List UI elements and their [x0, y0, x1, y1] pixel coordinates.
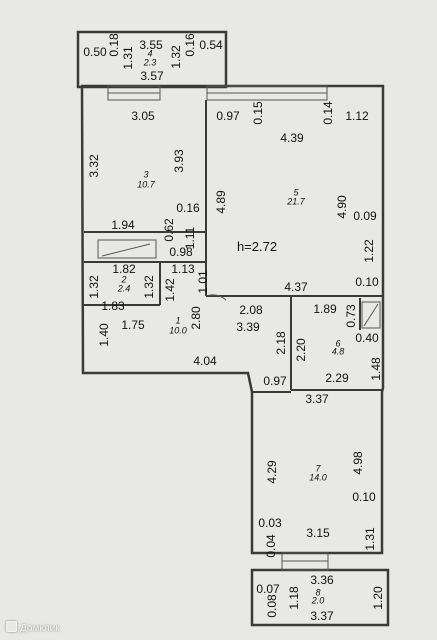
- dimension: 4.39: [280, 131, 304, 145]
- dimension: 3.32: [87, 154, 101, 178]
- dimension: 2.29: [325, 371, 349, 385]
- dimension: 0.73: [344, 304, 358, 328]
- dimension: 0.16: [176, 201, 200, 215]
- dimension: 3.39: [236, 320, 260, 334]
- dimension: 0.04: [264, 534, 278, 558]
- door-arc: [205, 294, 227, 301]
- dimension: 1.12: [345, 109, 369, 123]
- dimension: 4.04: [193, 354, 217, 368]
- dimension: 4.98: [351, 451, 365, 475]
- dimension: 0.10: [352, 490, 376, 504]
- dimension: 4.29: [265, 460, 279, 484]
- dimension: 1.13: [171, 262, 195, 276]
- dimension: 2.08: [239, 303, 263, 317]
- dimension: 1.32: [87, 275, 101, 299]
- dimension: 0.08: [265, 594, 279, 618]
- dimension: 1.20: [371, 586, 385, 610]
- dimension: 0.97: [216, 109, 240, 123]
- dimension: 2.18: [274, 331, 288, 355]
- dimension: 1.40: [97, 323, 111, 347]
- room-area: 2.4: [117, 283, 131, 294]
- room-number: 3: [143, 169, 149, 180]
- dimension: 3.37: [305, 392, 329, 406]
- dimension: 0.40: [355, 331, 379, 345]
- dimension: 0.10: [355, 275, 379, 289]
- dimension: 1.31: [121, 46, 135, 70]
- dimension: 3.36: [310, 573, 334, 587]
- dimension: 1.01: [196, 270, 210, 294]
- room-area: 2.3: [143, 57, 157, 68]
- bath-fixture: [361, 301, 381, 329]
- room-area: 2.0: [311, 595, 325, 606]
- dimension: 0.50: [83, 45, 107, 59]
- balcony-top: [76, 30, 228, 89]
- dimension: 0.15: [251, 101, 265, 125]
- closet-fixture: [97, 239, 157, 259]
- dimension: 3.57: [140, 69, 164, 83]
- room-number: 7: [315, 463, 321, 474]
- dimension: 0.16: [183, 33, 197, 57]
- dimension: 2.20: [294, 338, 308, 362]
- dimension: 0.98: [169, 245, 193, 259]
- dimension: 1.82: [112, 262, 136, 276]
- room-number: 2: [121, 274, 127, 285]
- room-number: 1: [175, 315, 181, 326]
- dimension: 4.89: [214, 190, 228, 214]
- dimension: 0.14: [321, 101, 335, 125]
- dimension: 1.32: [169, 45, 183, 69]
- room-number: 5: [293, 187, 299, 198]
- dimension: 1.94: [111, 218, 135, 232]
- dimension: 0.09: [353, 209, 377, 223]
- dimension: 0.97: [263, 374, 287, 388]
- room-number: 4: [147, 48, 153, 59]
- room-area: 10.0: [169, 325, 187, 336]
- dimension: 0.07: [256, 582, 280, 596]
- room-area: 10.7: [137, 179, 155, 190]
- dimension: 3.37: [310, 609, 334, 623]
- dimension: 1.32: [142, 275, 156, 299]
- dimension: 1.89: [313, 302, 337, 316]
- dimension: 1.75: [121, 318, 145, 332]
- dimension: 3.93: [172, 149, 186, 173]
- dimension: 1.42: [163, 278, 177, 302]
- dimension: 3.05: [131, 109, 155, 123]
- dimension: 3.15: [306, 526, 330, 540]
- room-number: 8: [315, 587, 321, 598]
- dimension: 1.18: [287, 586, 301, 610]
- watermark-text: Домклик: [20, 623, 60, 634]
- dimension: 3.55: [139, 38, 163, 52]
- watermark: Домклик: [6, 621, 60, 635]
- dimension: 0.03: [258, 516, 282, 530]
- dimension: 2.80: [189, 306, 203, 330]
- dimension: 1.22: [362, 239, 376, 263]
- dimension: 4.37: [284, 280, 308, 294]
- ceiling-height: h=2.72: [236, 239, 278, 254]
- dimension: 0.18: [107, 33, 121, 57]
- house-icon: [6, 621, 17, 632]
- room-area: 4.8: [331, 346, 345, 357]
- dimension: 0.54: [199, 38, 223, 52]
- dimension: 0.62: [162, 218, 176, 242]
- dimension: 4.90: [335, 195, 349, 219]
- dimension: 1.83: [101, 299, 125, 313]
- dimension: 1.48: [369, 357, 383, 381]
- dimension: 1.31: [363, 527, 377, 551]
- room-number: 6: [335, 338, 341, 349]
- room-area: 21.7: [287, 196, 305, 207]
- room-area: 14.0: [309, 472, 327, 483]
